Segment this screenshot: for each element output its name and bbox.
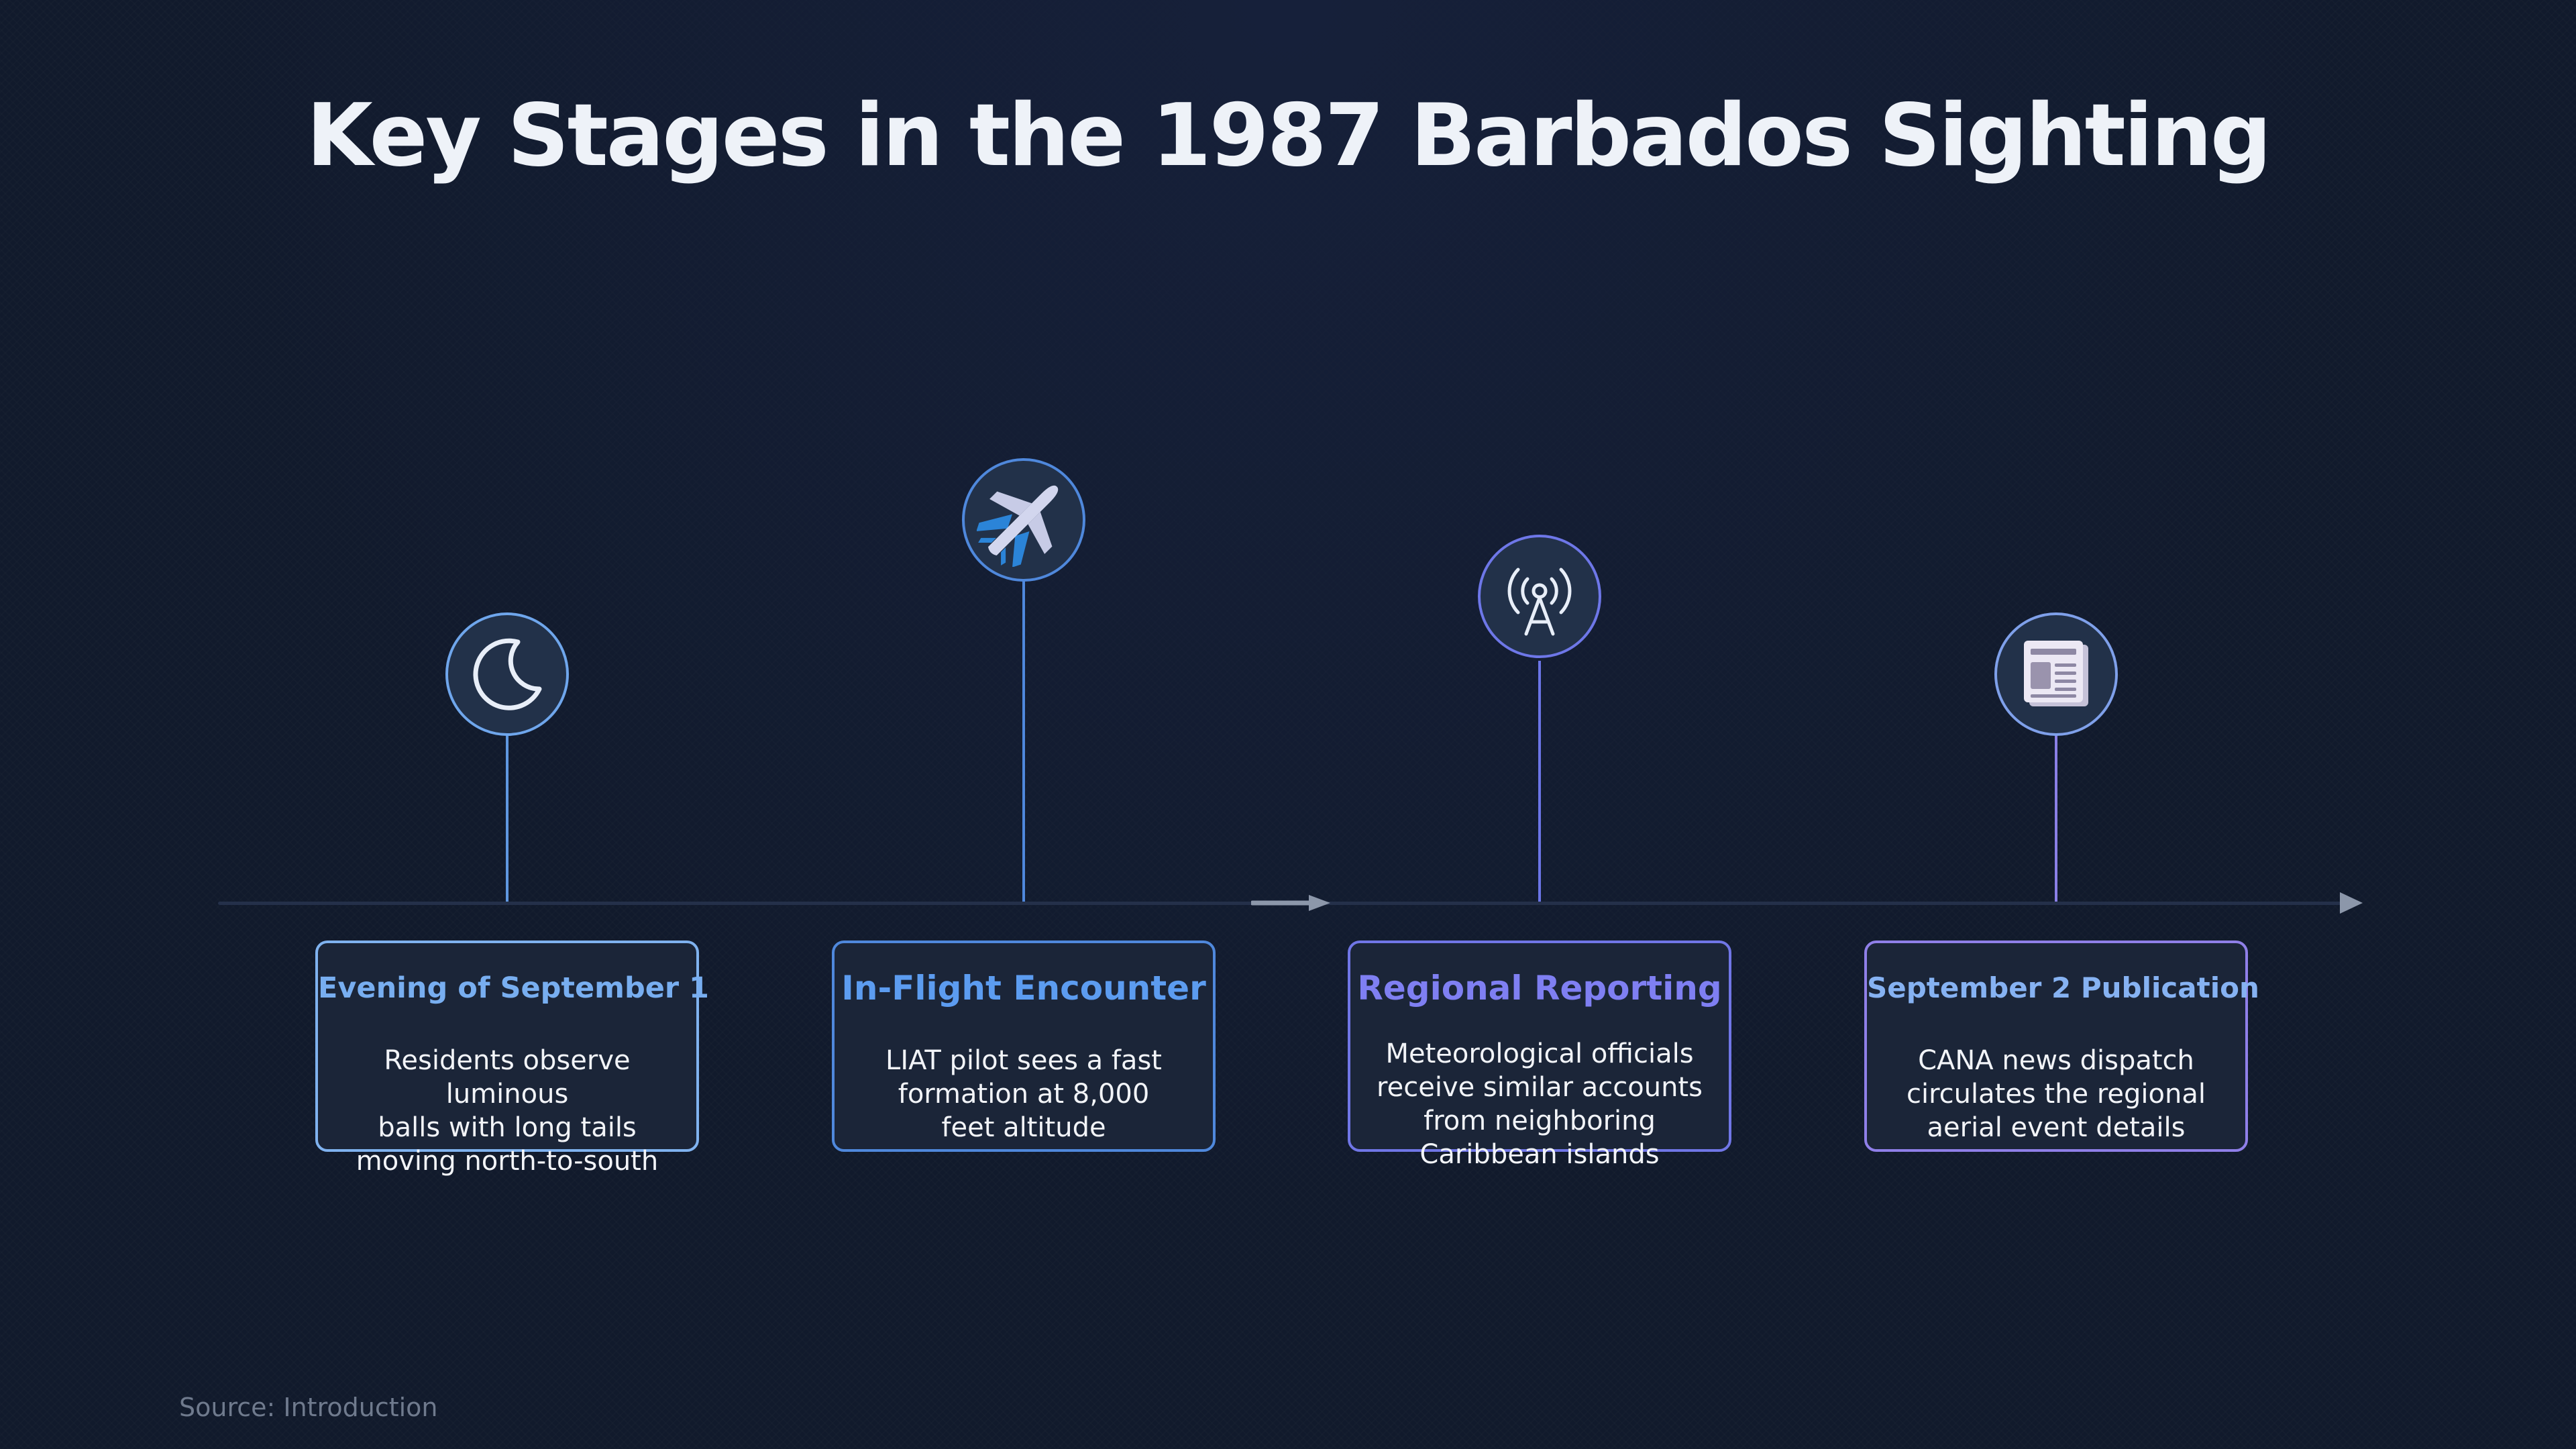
stage-card-evening: Evening of September 1 Residents observe… — [315, 941, 709, 1177]
stage-node-inflight — [962, 458, 1085, 582]
description-line: moving north-to-south — [356, 1146, 659, 1177]
description-line: feet altitude — [941, 1112, 1106, 1143]
stage-title: September 2 Publication — [1867, 971, 2259, 1004]
description-line: LIAT pilot sees a fast — [885, 1045, 1162, 1076]
crescent-moon-icon — [473, 638, 542, 710]
description-line: from neighboring — [1424, 1106, 1656, 1136]
description-line: formation at 8,000 — [898, 1079, 1150, 1110]
stage-node-regional — [1478, 535, 1601, 658]
page-title: Key Stages in the 1987 Barbados Sighting — [306, 86, 2272, 186]
stage-description: CANA news dispatch circulates the region… — [1880, 1044, 2232, 1144]
description-line: receive similar accounts — [1377, 1072, 1703, 1103]
description-line: aerial event details — [1927, 1112, 2186, 1143]
stage-title: Evening of September 1 — [318, 971, 709, 1005]
description-line: Meteorological officials — [1385, 1038, 1694, 1069]
stage-connector — [1022, 581, 1025, 902]
stage-title: Regional Reporting — [1357, 969, 1722, 1008]
stage-connector — [506, 735, 508, 902]
stage-node-evening — [445, 612, 569, 736]
stage-description: LIAT pilot sees a fast formation at 8,00… — [848, 1044, 1199, 1144]
stage-description: Residents observe luminous balls with lo… — [331, 1044, 683, 1178]
stage-connector — [2055, 735, 2057, 902]
stage-node-publication — [1994, 612, 2118, 736]
stage-card-publication: September 2 Publication CANA news dispat… — [1864, 941, 2259, 1152]
description-line: balls with long tails — [378, 1112, 637, 1143]
airplane-icon — [977, 485, 1059, 567]
stage-connector — [1538, 661, 1541, 902]
timeline-arrowhead — [2340, 892, 2363, 914]
stage-card-inflight: In-Flight Encounter LIAT pilot sees a fa… — [832, 941, 1216, 1152]
description-line: Residents observe luminous — [384, 1045, 631, 1110]
stage-description: Meteorological officials receive similar… — [1364, 1037, 1715, 1171]
newspaper-icon — [2024, 641, 2088, 706]
radio-tower-icon — [1507, 568, 1572, 636]
stage-title: In-Flight Encounter — [841, 969, 1206, 1008]
source-note: Source: Introduction — [179, 1393, 438, 1422]
description-line: CANA news dispatch — [1918, 1045, 2194, 1076]
stage-card-regional: Regional Reporting Meteorological offici… — [1348, 941, 1731, 1170]
timeline-direction-arrow — [1251, 895, 1330, 911]
description-line: circulates the regional — [1907, 1079, 2206, 1110]
description-line: Caribbean islands — [1419, 1139, 1660, 1170]
